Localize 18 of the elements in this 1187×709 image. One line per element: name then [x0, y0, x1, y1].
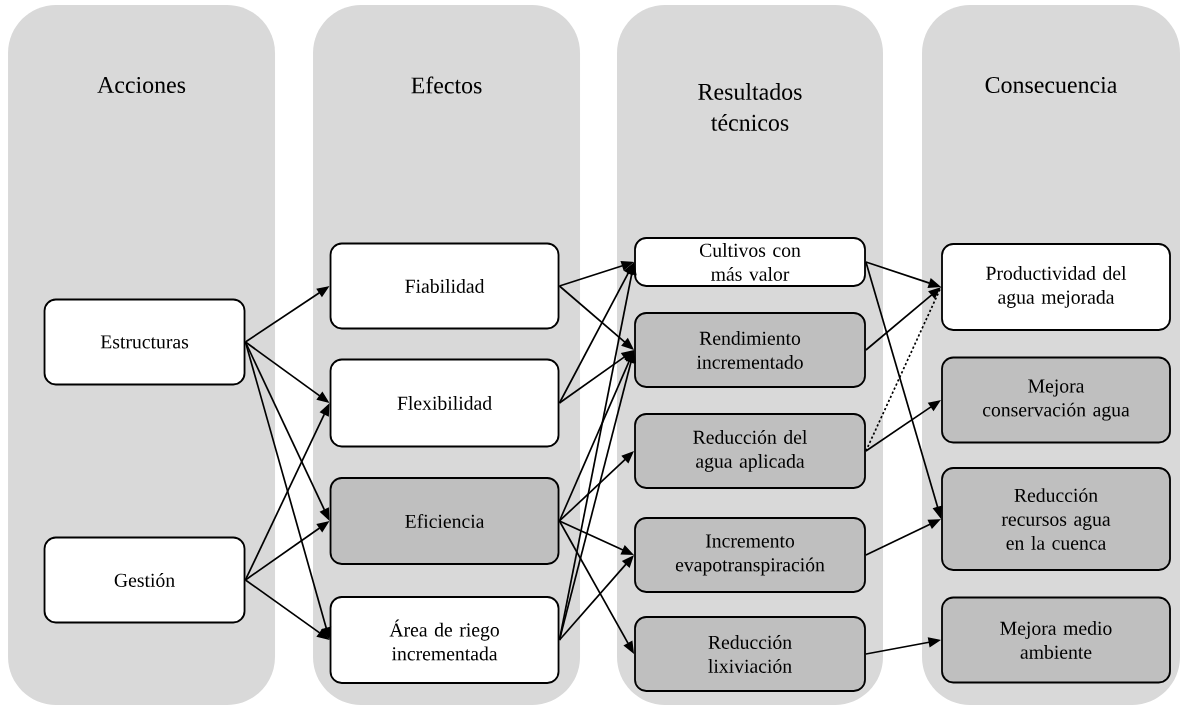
process-box: Reducción del agua aplicada [634, 413, 866, 489]
arrow [558, 285, 634, 350]
process-box: Flexibilidad [329, 358, 560, 448]
process-box: Estructuras [43, 298, 246, 386]
process-box: Reducción lixiviación [634, 616, 866, 692]
process-box: Área de riego incrementada [329, 596, 560, 684]
process-box: Cultivos con más valor [634, 237, 866, 287]
process-box: Eficiencia [329, 477, 560, 565]
process-box: Mejora medio ambiente [941, 596, 1171, 684]
process-box: Fiabilidad [329, 242, 560, 330]
process-box: Gestión [43, 536, 246, 624]
process-box: Rendimiento incrementado [634, 312, 866, 388]
arrow [558, 350, 634, 404]
process-box: Productividad del agua mejorada [941, 243, 1171, 331]
process-box: Mejora conservación agua [941, 356, 1171, 444]
process-box: Incremento evapotranspiración [634, 517, 866, 593]
process-box: Reducción recursos agua en la cuenca [941, 467, 1171, 571]
arrow [865, 287, 941, 351]
